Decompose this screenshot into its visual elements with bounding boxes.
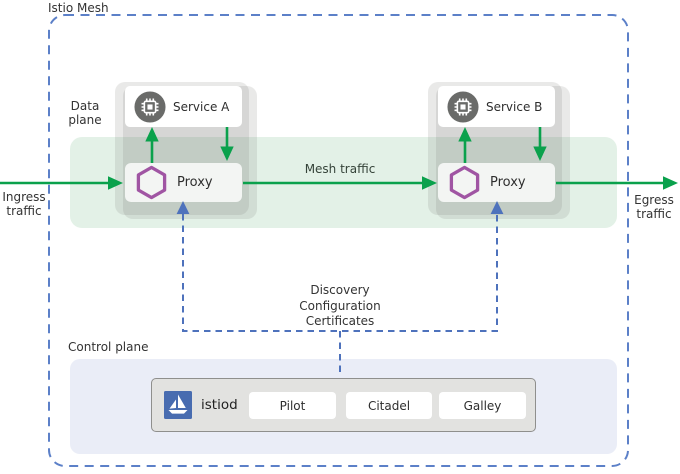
istiod-label: istiod xyxy=(201,397,238,413)
chip-icon xyxy=(134,90,166,123)
proxy-b-label: Proxy xyxy=(490,175,526,190)
control-connector-label: Discovery Configuration Certificates xyxy=(280,283,400,330)
service-a-box: Service A xyxy=(125,86,242,127)
hexagon-icon xyxy=(449,165,480,200)
istiod-box: istiod Pilot Citadel Galley xyxy=(151,378,536,432)
pilot-box: Pilot xyxy=(249,392,336,419)
data-plane-label: Data plane xyxy=(68,99,102,127)
proxy-a-box: Proxy xyxy=(125,163,242,202)
citadel-box: Citadel xyxy=(346,392,432,419)
proxy-a-label: Proxy xyxy=(177,175,213,190)
control-plane-label: Control plane xyxy=(68,340,149,354)
galley-box: Galley xyxy=(439,392,526,419)
connector-line-3: Certificates xyxy=(305,314,375,328)
mesh-title: Istio Mesh xyxy=(48,1,109,15)
connector-line-2: Configuration xyxy=(299,298,381,313)
proxy-b-box: Proxy xyxy=(438,163,555,202)
service-b-box: Service B xyxy=(438,86,555,127)
chip-icon xyxy=(447,90,479,123)
connector-line-1: Discovery xyxy=(310,283,370,297)
service-b-label: Service B xyxy=(486,99,543,114)
sailboat-logo-icon xyxy=(164,391,192,419)
service-a-label: Service A xyxy=(173,99,230,114)
ingress-traffic-label: Ingress traffic xyxy=(2,190,46,218)
hexagon-icon xyxy=(136,165,167,200)
egress-arrowhead xyxy=(663,176,678,190)
egress-traffic-label: Egress traffic xyxy=(634,193,674,221)
